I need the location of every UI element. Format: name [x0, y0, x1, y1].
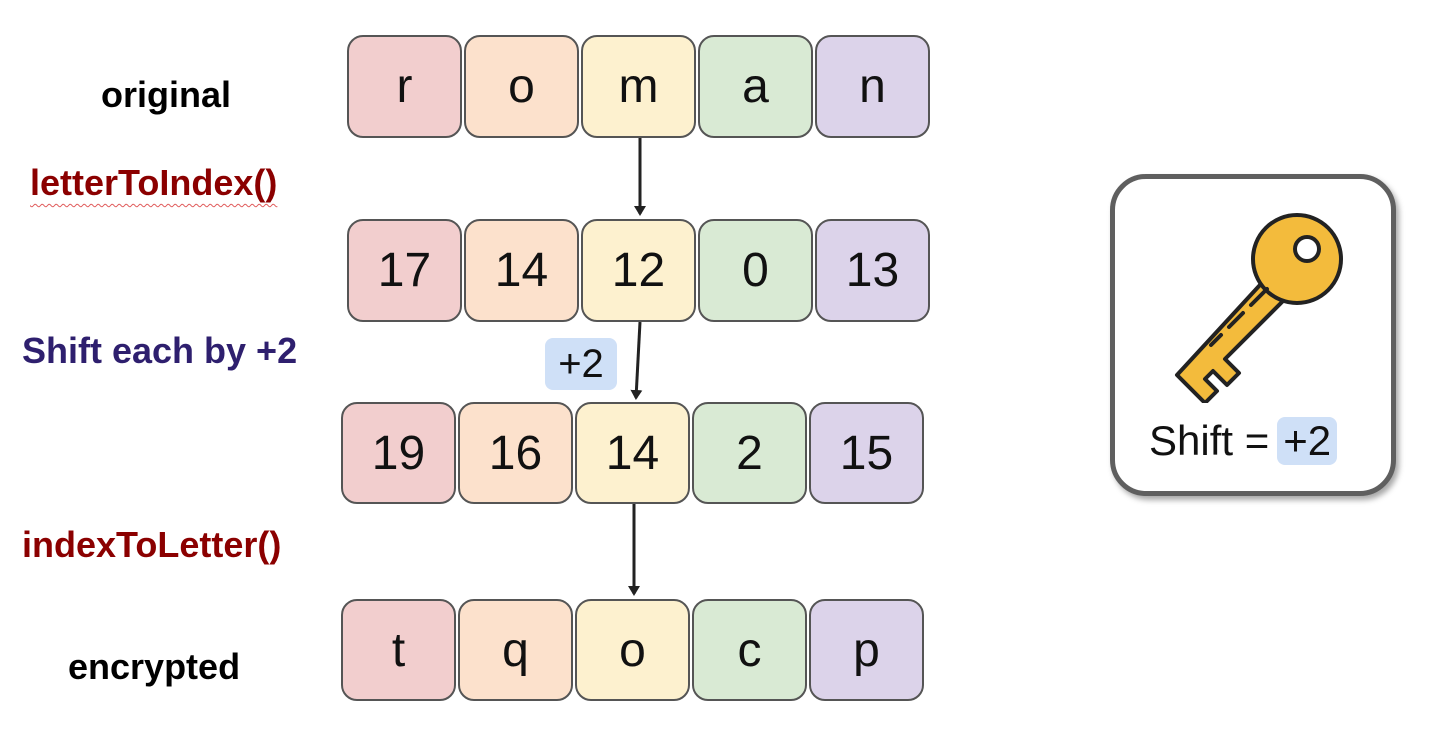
- key-icon: [1175, 213, 1343, 403]
- cell-original: o: [464, 35, 579, 138]
- cell-index: 12: [581, 219, 696, 322]
- cell-index: 17: [347, 219, 462, 322]
- label-index-to-letter: indexToLetter(): [22, 524, 282, 565]
- cell-shifted: 14: [575, 402, 690, 504]
- cell-encrypted: t: [341, 599, 456, 701]
- row-indices: 17 14 12 0 13: [347, 219, 932, 322]
- cell-original: r: [347, 35, 462, 138]
- cell-encrypted: p: [809, 599, 924, 701]
- row-original: r o m a n: [347, 35, 932, 138]
- shift-badge: +2: [545, 338, 617, 390]
- key-shift-value: +2: [1277, 417, 1338, 465]
- label-encrypted: encrypted: [68, 646, 241, 687]
- arrow-indices-to-shifted: [630, 321, 643, 400]
- key-card: Shift = +2: [1110, 174, 1396, 496]
- cell-original: n: [815, 35, 930, 138]
- cell-original: m: [581, 35, 696, 138]
- cell-encrypted: q: [458, 599, 573, 701]
- key-shift-label: Shift =: [1149, 417, 1270, 464]
- label-letter-to-index: letterToIndex(): [30, 162, 278, 203]
- cell-index: 0: [698, 219, 813, 322]
- cell-encrypted: o: [575, 599, 690, 701]
- cell-index: 13: [815, 219, 930, 322]
- cell-original: a: [698, 35, 813, 138]
- label-shift-each: Shift each by +2: [22, 330, 298, 371]
- label-original: original: [101, 74, 232, 115]
- cell-index: 14: [464, 219, 579, 322]
- cell-shifted: 16: [458, 402, 573, 504]
- cell-shifted: 19: [341, 402, 456, 504]
- cell-encrypted: c: [692, 599, 807, 701]
- cell-shifted: 15: [809, 402, 924, 504]
- row-encrypted: t q o c p: [341, 599, 926, 701]
- row-shifted: 19 16 14 2 15: [341, 402, 926, 504]
- key-shift-line: Shift = +2: [1149, 417, 1338, 465]
- cell-shifted: 2: [692, 402, 807, 504]
